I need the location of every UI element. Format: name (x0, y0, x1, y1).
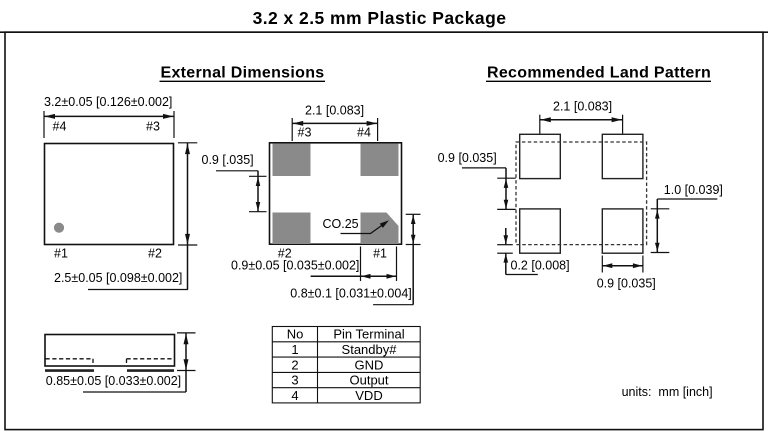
svg-text:External Dimensions: External Dimensions (161, 65, 325, 82)
svg-text:2.5±0.05 [0.098±0.002]: 2.5±0.05 [0.098±0.002] (54, 271, 182, 285)
svg-text:GND: GND (355, 357, 384, 372)
svg-text:CO.25: CO.25 (323, 217, 359, 231)
svg-text:Output: Output (349, 373, 388, 388)
svg-text:#4: #4 (53, 120, 67, 134)
svg-text:0.9±0.05 [0.035±0.002]: 0.9±0.05 [0.035±0.002] (231, 258, 359, 272)
svg-text:1.0 [0.039]: 1.0 [0.039] (664, 183, 723, 197)
svg-text:0.9 [.035]: 0.9 [.035] (202, 153, 254, 167)
svg-text:4: 4 (291, 388, 298, 403)
svg-text:#1: #1 (373, 246, 387, 260)
svg-text:0.85±0.05 [0.033±0.002]: 0.85±0.05 [0.033±0.002] (46, 374, 181, 388)
svg-text:3.2 x 2.5 mm Plastic Package: 3.2 x 2.5 mm Plastic Package (253, 8, 507, 28)
svg-text:3.2±0.05 [0.126±0.002]: 3.2±0.05 [0.126±0.002] (44, 95, 172, 109)
svg-text:2.1 [0.083]: 2.1 [0.083] (553, 99, 612, 113)
svg-text:#3: #3 (146, 120, 160, 134)
svg-text:0.8±0.1 [0.031±0.004]: 0.8±0.1 [0.031±0.004] (290, 287, 411, 301)
svg-text:2.1 [0.083]: 2.1 [0.083] (305, 103, 364, 117)
svg-text:#4: #4 (357, 125, 371, 139)
svg-text:#2: #2 (278, 246, 292, 260)
svg-text:Standby#: Standby# (342, 342, 398, 357)
svg-text:units: mm [inch]: units: mm [inch] (622, 385, 713, 399)
svg-text:#2: #2 (148, 247, 162, 261)
svg-text:VDD: VDD (355, 388, 382, 403)
svg-text:2: 2 (291, 357, 298, 372)
svg-text:#1: #1 (54, 247, 68, 261)
svg-text:1: 1 (291, 342, 298, 357)
svg-text:0.9 [0.035]: 0.9 [0.035] (597, 277, 656, 291)
svg-text:Pin Terminal: Pin Terminal (333, 327, 404, 342)
svg-text:#3: #3 (298, 125, 312, 139)
svg-text:0.2 [0.008]: 0.2 [0.008] (511, 259, 570, 273)
svg-text:Recommended Land Pattern: Recommended Land Pattern (487, 65, 711, 82)
svg-text:3: 3 (291, 373, 298, 388)
svg-text:0.9 [0.035]: 0.9 [0.035] (438, 151, 497, 165)
svg-text:No: No (287, 327, 304, 342)
